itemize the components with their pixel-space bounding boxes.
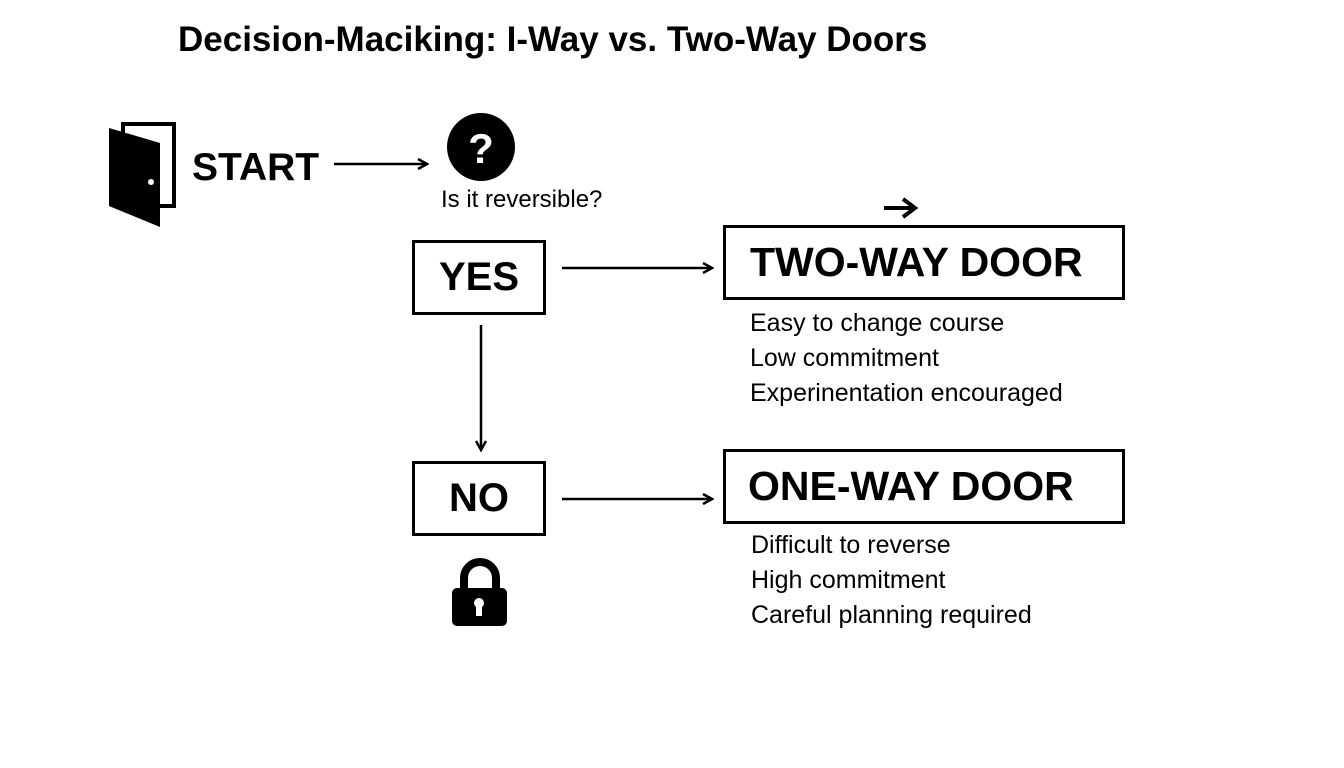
two-way-door-box: TWO-WAY DOOR	[723, 225, 1125, 300]
no-box: NO	[412, 461, 546, 536]
start-label: START	[192, 146, 320, 189]
diagram-title: Decision-Maciking: I-Way vs. Two-Way Doo…	[178, 20, 928, 59]
padlock-icon	[452, 558, 507, 626]
list-item: Experinentation encouraged	[750, 379, 1063, 407]
no-label: NO	[449, 476, 509, 520]
two-way-door-title: TWO-WAY DOOR	[750, 239, 1083, 285]
door-open-icon	[109, 122, 176, 227]
yes-label: YES	[438, 255, 520, 299]
question-label: Is it reversible?	[441, 186, 603, 213]
list-item: Easy to change course	[750, 309, 1005, 337]
list-item: Low commitment	[750, 344, 939, 372]
list-item: High commitment	[751, 566, 946, 594]
svg-text:?: ?	[468, 125, 494, 172]
small-arrow-icon	[884, 197, 919, 219]
yes-box: YES	[412, 240, 546, 315]
two-way-door-details: Easy to change course Low commitment Exp…	[750, 306, 1063, 411]
one-way-door-title: ONE-WAY DOOR	[748, 463, 1074, 509]
one-way-door-box: ONE-WAY DOOR	[723, 449, 1125, 524]
question-circle-icon: ?	[447, 113, 515, 181]
one-way-door-details: Difficult to reverse High commitment Car…	[751, 528, 1032, 633]
list-item: Careful planning required	[751, 601, 1032, 629]
list-item: Difficult to reverse	[751, 531, 951, 559]
